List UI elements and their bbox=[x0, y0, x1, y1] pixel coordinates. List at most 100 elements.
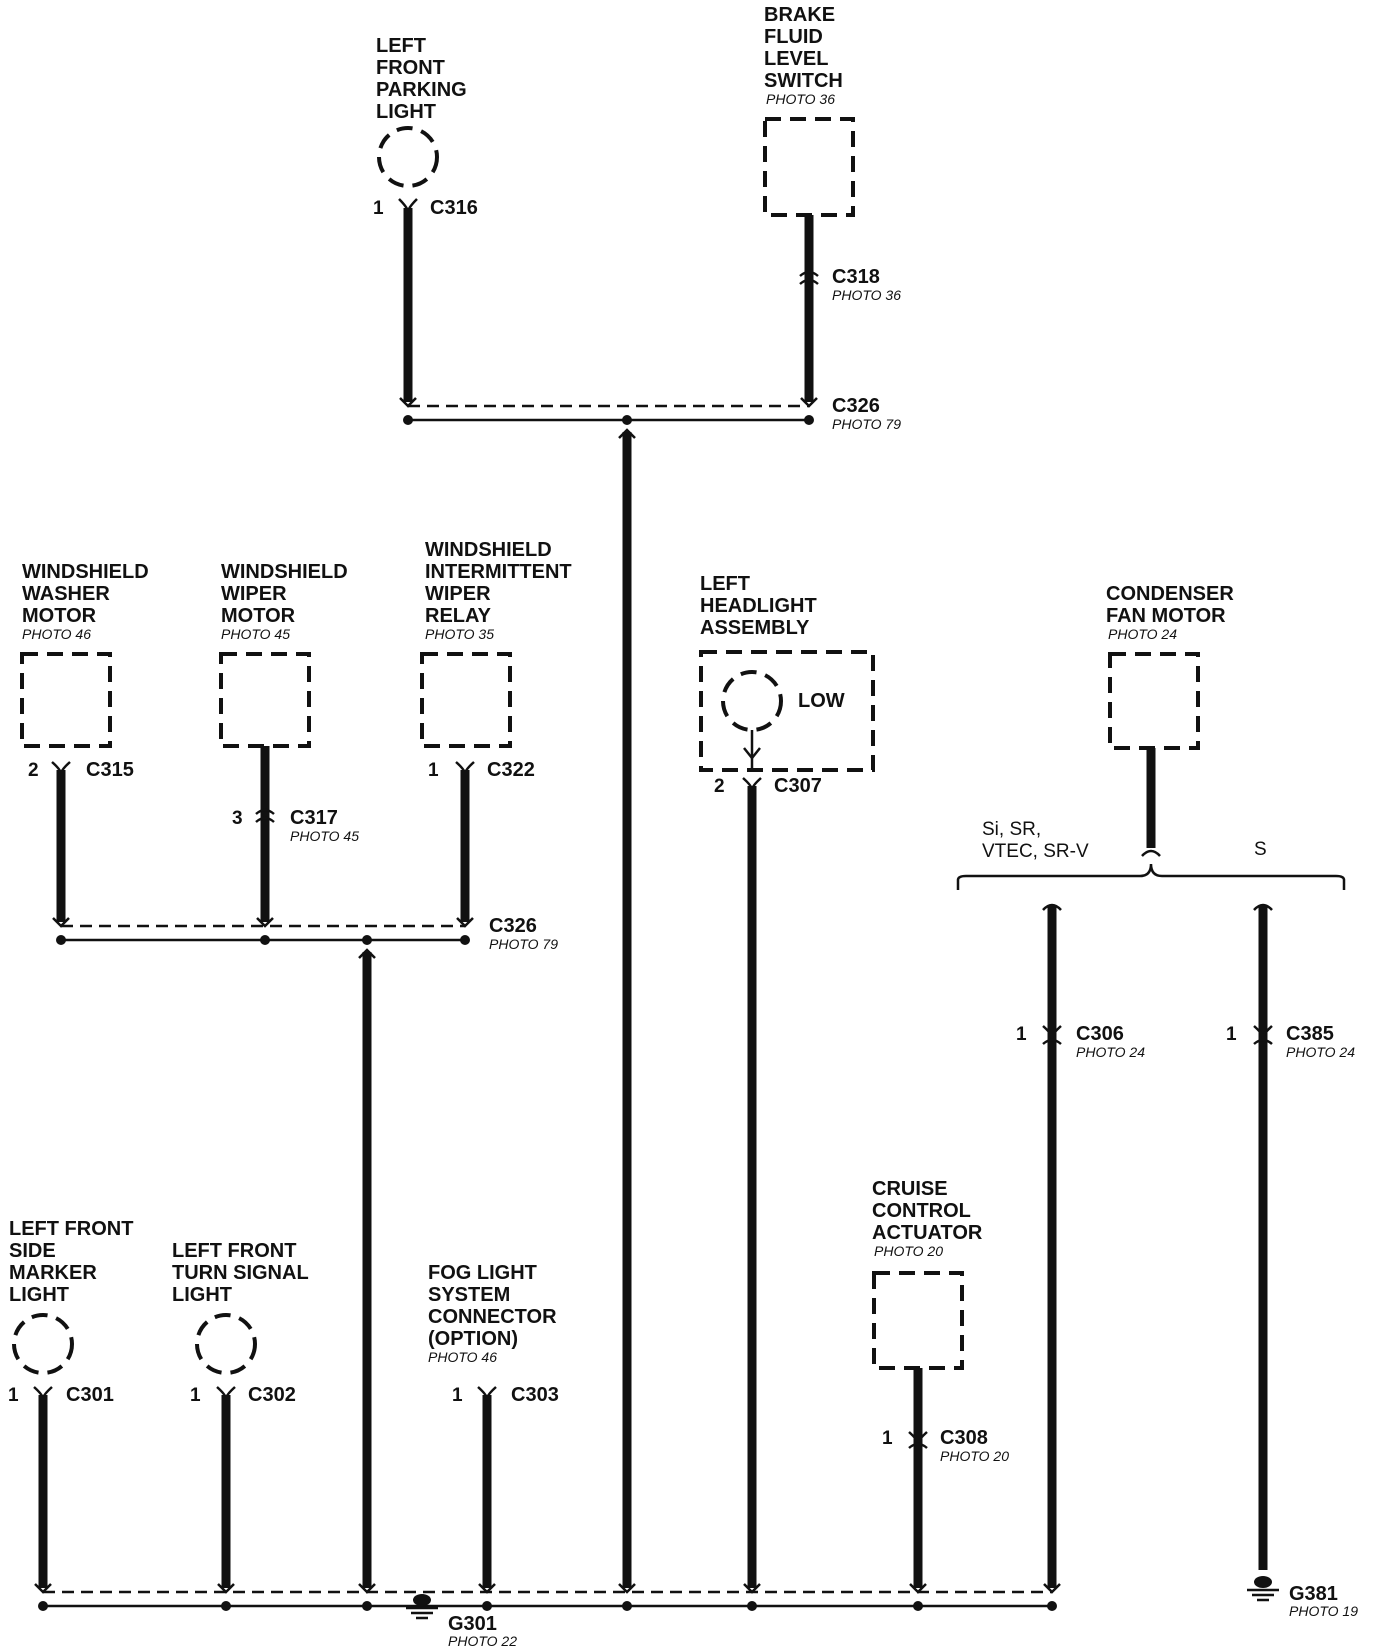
svg-text:MOTOR: MOTOR bbox=[221, 605, 296, 627]
svg-text:1: 1 bbox=[190, 1385, 201, 1406]
connector-c308: 1 C308 PHOTO 20 bbox=[882, 1427, 1009, 1464]
svg-text:FRONT: FRONT bbox=[376, 57, 445, 79]
bulb-icon bbox=[195, 1313, 257, 1375]
svg-text:C315: C315 bbox=[86, 759, 134, 781]
svg-text:PARKING: PARKING bbox=[376, 79, 467, 101]
svg-text:PHOTO 24: PHOTO 24 bbox=[1108, 626, 1177, 642]
svg-text:CONDENSER: CONDENSER bbox=[1106, 583, 1234, 605]
switch-box bbox=[763, 117, 855, 217]
svg-text:LIGHT: LIGHT bbox=[376, 101, 436, 123]
g381-label: G381 bbox=[1289, 1583, 1338, 1605]
connector-c326-mid: C326 PHOTO 79 bbox=[52, 915, 558, 959]
connector-c318: C318 PHOTO 36 bbox=[799, 266, 901, 303]
windshield-washer-motor: WINDSHIELD WASHER MOTOR PHOTO 46 bbox=[20, 561, 149, 748]
cruise-control-actuator: CRUISE CONTROL ACTUATOR PHOTO 20 bbox=[872, 1178, 983, 1370]
svg-text:CONNECTOR: CONNECTOR bbox=[428, 1306, 557, 1328]
svg-text:WINDSHIELD: WINDSHIELD bbox=[22, 561, 149, 583]
svg-text:C303: C303 bbox=[511, 1384, 559, 1406]
connector-c315: 2 C315 bbox=[28, 759, 134, 781]
svg-text:1: 1 bbox=[882, 1428, 893, 1449]
svg-text:(OPTION): (OPTION) bbox=[428, 1328, 518, 1350]
svg-text:1: 1 bbox=[373, 198, 384, 219]
svg-text:LOW: LOW bbox=[798, 690, 845, 712]
svg-text:PHOTO 36: PHOTO 36 bbox=[832, 287, 901, 303]
svg-text:LIGHT: LIGHT bbox=[9, 1284, 69, 1306]
bulb-icon bbox=[721, 670, 783, 732]
svg-text:FOG LIGHT: FOG LIGHT bbox=[428, 1262, 537, 1284]
svg-text:PHOTO 79: PHOTO 79 bbox=[489, 936, 558, 952]
bulb-icon bbox=[377, 126, 439, 188]
condenser-fan-motor: CONDENSER FAN MOTOR PHOTO 24 bbox=[1106, 583, 1234, 750]
svg-text:SIDE: SIDE bbox=[9, 1240, 56, 1262]
svg-text:C317: C317 bbox=[290, 807, 338, 829]
fog-light-system-connector: FOG LIGHT SYSTEM CONNECTOR (OPTION) PHOT… bbox=[428, 1262, 557, 1365]
connector-c326-top: C326 PHOTO 79 bbox=[399, 395, 901, 439]
brake-fluid-level-switch: BRAKE FLUID LEVEL SWITCH PHOTO 36 bbox=[763, 4, 855, 217]
svg-text:LEFT: LEFT bbox=[700, 573, 750, 595]
svg-text:ACTUATOR: ACTUATOR bbox=[872, 1222, 983, 1244]
ground-bus-g301 bbox=[34, 1583, 1061, 1611]
svg-text:C326: C326 bbox=[489, 915, 537, 937]
svg-text:MOTOR: MOTOR bbox=[22, 605, 97, 627]
svg-text:HEADLIGHT: HEADLIGHT bbox=[700, 595, 817, 617]
svg-text:C306: C306 bbox=[1076, 1023, 1124, 1045]
ground-icon bbox=[406, 1594, 438, 1620]
bulb-icon bbox=[12, 1313, 74, 1375]
svg-text:C326: C326 bbox=[832, 395, 880, 417]
connector-c316: 1 C316 bbox=[373, 197, 478, 219]
svg-text:FLUID: FLUID bbox=[764, 26, 823, 48]
svg-text:RELAY: RELAY bbox=[425, 605, 492, 627]
svg-text:WINDSHIELD: WINDSHIELD bbox=[425, 539, 552, 561]
svg-text:PHOTO 46: PHOTO 46 bbox=[22, 626, 91, 642]
svg-text:MARKER: MARKER bbox=[9, 1262, 97, 1284]
svg-text:1: 1 bbox=[1016, 1024, 1027, 1045]
svg-text:LEVEL: LEVEL bbox=[764, 48, 828, 70]
svg-text:WINDSHIELD: WINDSHIELD bbox=[221, 561, 348, 583]
svg-text:C322: C322 bbox=[487, 759, 535, 781]
svg-text:CRUISE: CRUISE bbox=[872, 1178, 948, 1200]
svg-text:Si, SR,: Si, SR, bbox=[982, 819, 1041, 840]
svg-text:LEFT FRONT: LEFT FRONT bbox=[9, 1218, 133, 1240]
svg-text:C316: C316 bbox=[430, 197, 478, 219]
svg-text:PHOTO 20: PHOTO 20 bbox=[874, 1243, 943, 1259]
variant-bracket: Si, SR, VTEC, SR-V S bbox=[956, 819, 1346, 890]
left-front-parking-light: LEFT FRONT PARKING LIGHT bbox=[376, 35, 467, 188]
svg-text:WIPER: WIPER bbox=[221, 583, 287, 605]
svg-text:C385: C385 bbox=[1286, 1023, 1334, 1045]
connector-c303: 1 C303 bbox=[452, 1384, 559, 1406]
svg-text:PHOTO 79: PHOTO 79 bbox=[832, 416, 901, 432]
svg-text:C318: C318 bbox=[832, 266, 880, 288]
connector-c385: 1 C385 PHOTO 24 bbox=[1226, 1023, 1355, 1060]
svg-text:LEFT: LEFT bbox=[376, 35, 426, 57]
windshield-intermittent-wiper-relay: WINDSHIELD INTERMITTENT WIPER RELAY PHOT… bbox=[420, 539, 572, 748]
svg-text:3: 3 bbox=[232, 808, 243, 829]
ground-icon bbox=[1247, 1576, 1279, 1602]
svg-text:PHOTO 35: PHOTO 35 bbox=[425, 626, 494, 642]
svg-text:BRAKE: BRAKE bbox=[764, 4, 835, 26]
svg-text:PHOTO 45: PHOTO 45 bbox=[290, 828, 359, 844]
svg-text:LIGHT: LIGHT bbox=[172, 1284, 232, 1306]
svg-text:2: 2 bbox=[714, 776, 725, 797]
svg-text:C307: C307 bbox=[774, 775, 822, 797]
svg-text:PHOTO 36: PHOTO 36 bbox=[766, 91, 835, 107]
svg-text:PHOTO 45: PHOTO 45 bbox=[221, 626, 290, 642]
svg-text:C302: C302 bbox=[248, 1384, 296, 1406]
svg-text:PHOTO 24: PHOTO 24 bbox=[1076, 1044, 1145, 1060]
svg-text:1: 1 bbox=[1226, 1024, 1237, 1045]
svg-text:2: 2 bbox=[28, 760, 39, 781]
connector-c307: 2 C307 bbox=[714, 775, 822, 797]
svg-text:1: 1 bbox=[452, 1385, 463, 1406]
svg-text:S: S bbox=[1254, 839, 1267, 860]
svg-text:WASHER: WASHER bbox=[22, 583, 110, 605]
g301-photo: PHOTO 22 bbox=[448, 1633, 517, 1649]
windshield-wiper-motor: WINDSHIELD WIPER MOTOR PHOTO 45 bbox=[219, 561, 348, 748]
svg-text:C308: C308 bbox=[940, 1427, 988, 1449]
svg-text:PHOTO 24: PHOTO 24 bbox=[1286, 1044, 1355, 1060]
svg-text:PHOTO 46: PHOTO 46 bbox=[428, 1349, 497, 1365]
g381-photo: PHOTO 19 bbox=[1289, 1603, 1358, 1619]
svg-text:LEFT FRONT: LEFT FRONT bbox=[172, 1240, 296, 1262]
svg-text:SWITCH: SWITCH bbox=[764, 70, 843, 92]
svg-text:CONTROL: CONTROL bbox=[872, 1200, 971, 1222]
svg-text:ASSEMBLY: ASSEMBLY bbox=[700, 617, 810, 639]
